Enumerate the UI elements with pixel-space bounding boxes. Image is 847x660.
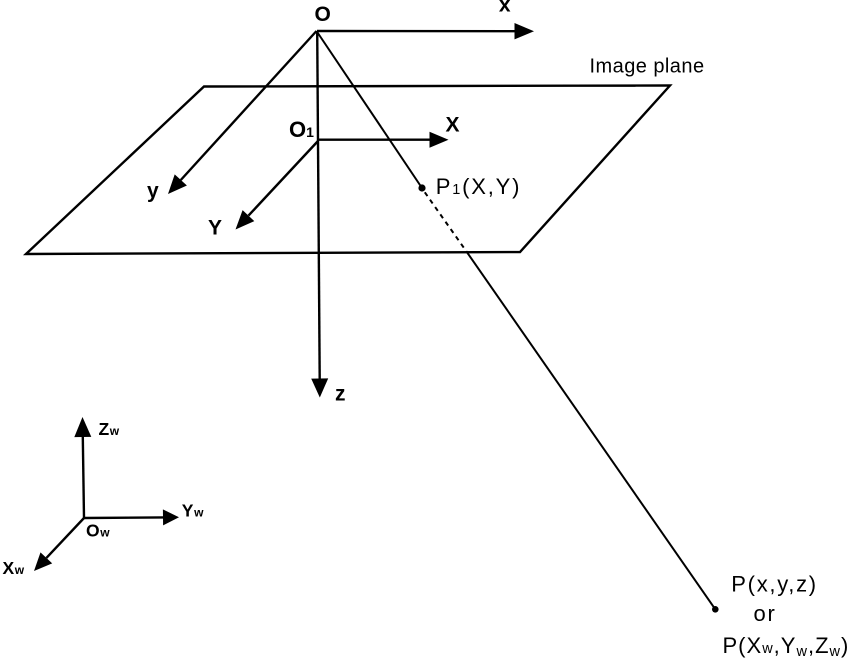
svg-text:Image plane: Image plane (590, 56, 705, 78)
svg-text:Ow: Ow (86, 520, 110, 540)
svg-text:Y: Y (208, 216, 222, 239)
svg-text:z: z (335, 383, 346, 406)
svg-text:y: y (147, 180, 159, 203)
svg-text:P(x,y,z): P(x,y,z) (731, 571, 818, 596)
svg-text:Xw: Xw (3, 558, 25, 578)
svg-text:O: O (315, 3, 331, 26)
svg-text:or: or (754, 601, 777, 626)
svg-text:P(Xw,Yw,Zw): P(Xw,Yw,Zw) (723, 633, 847, 660)
svg-text:X: X (446, 113, 460, 136)
svg-text:O1: O1 (289, 117, 314, 142)
svg-text:Yw: Yw (182, 501, 204, 521)
svg-text:x: x (499, 0, 511, 16)
svg-text:P1(X,Y): P1(X,Y) (436, 174, 521, 199)
svg-text:Zw: Zw (99, 419, 120, 439)
